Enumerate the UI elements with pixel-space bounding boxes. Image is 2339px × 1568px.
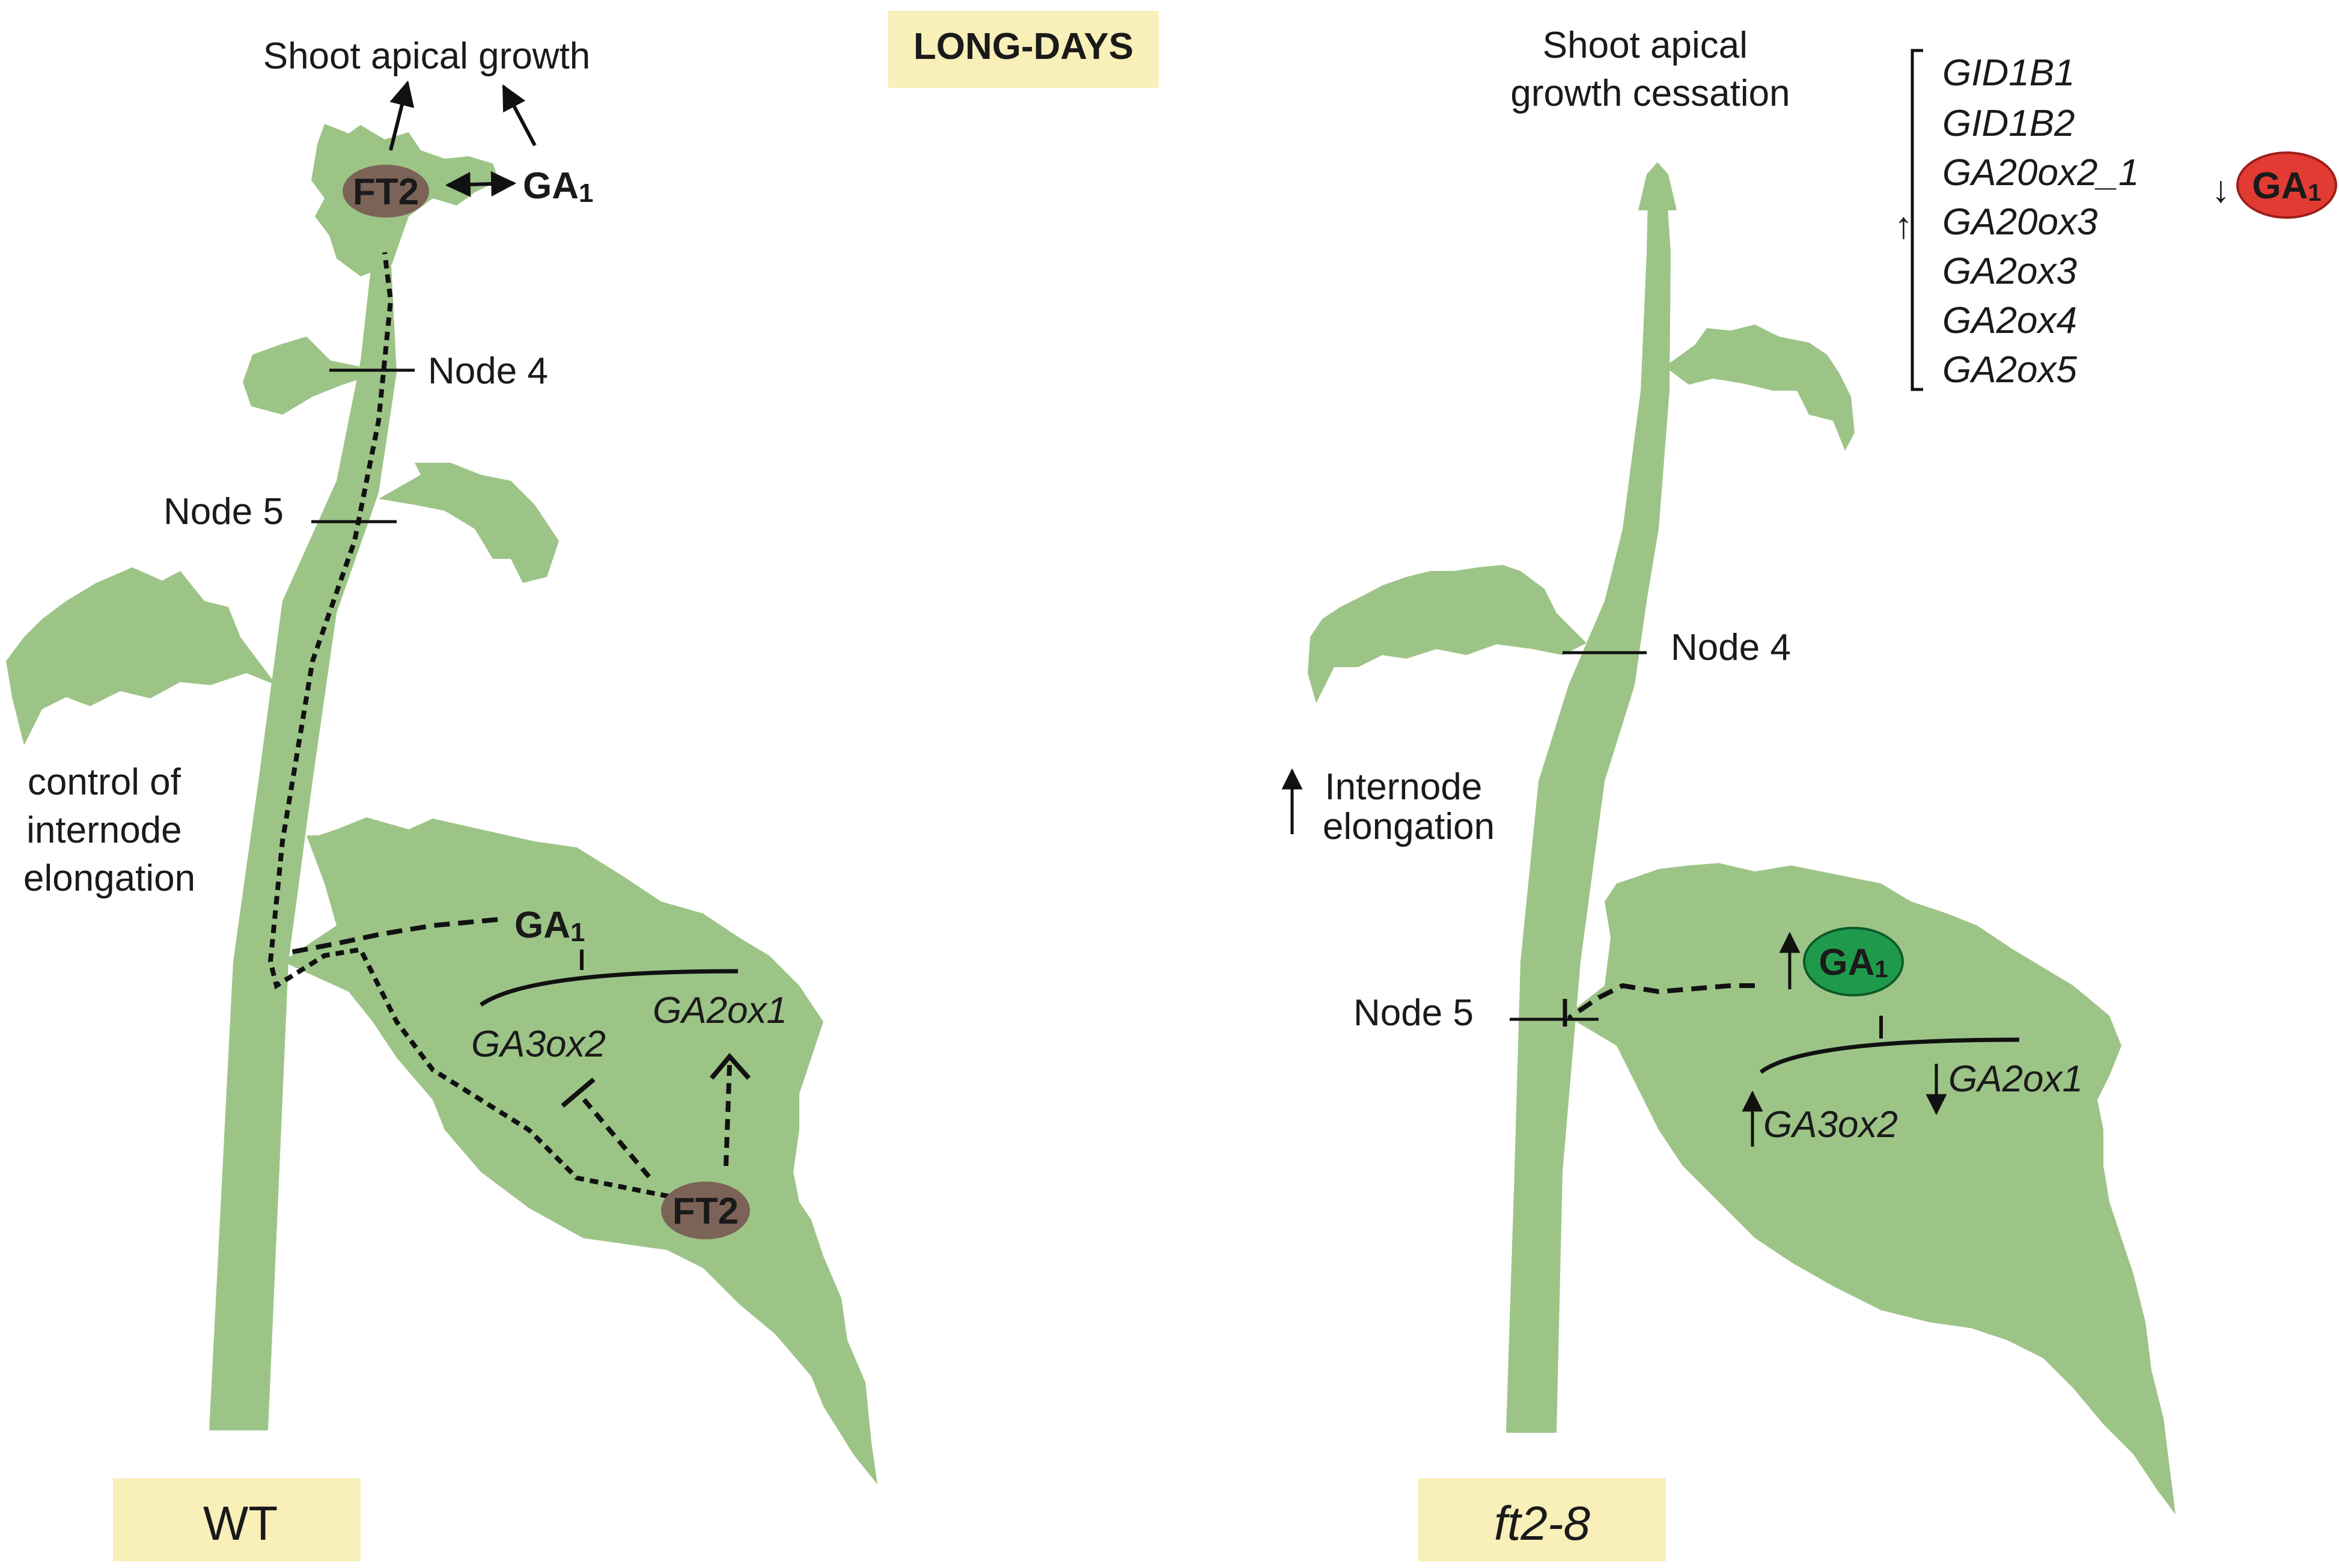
wt-genotype-label: WT [203,1496,278,1550]
condition-label: LONG-DAYS [913,26,1133,67]
mutant-genes-up-arrow: ↑ [1894,205,1913,246]
mutant-apex-title: Shoot apical growth cessation [1510,25,1790,114]
mutant-node4-label: Node 4 [1671,627,1791,668]
wt-node5-label: Node 5 [163,491,284,532]
mutant-genotype-label: ft2-8 [1494,1496,1591,1550]
wt-apex-ga1: GA1 [523,165,593,208]
mutant-left-leaf [1308,565,1587,703]
mutant-internode-text: Internode elongation [1323,766,1495,847]
wt-apex-arrow-1 [389,80,415,151]
wt-node4-leaf [243,337,385,415]
wt-node5-leaf [379,463,559,583]
mutant-apex-tip [1638,162,1677,210]
mutant-upper-leaf [1665,325,1855,451]
wt-apex-arrow-2 [502,84,537,147]
wt-gene-ga3ox2: GA3ox2 [471,1023,606,1065]
mutant-leaf-ga1-oval [1803,927,1904,996]
mutant-gene-ga3ox2: GA3ox2 [1763,1104,1898,1145]
wt-node4-label: Node 4 [428,350,548,392]
wt-leaf-ga1: GA1 [514,904,585,947]
wt-stem [209,252,397,1430]
mutant-lower-leaf [1566,863,2176,1515]
wt-control-text: control of internode elongation [23,761,195,899]
mutant-apex-ga1-label: GA1 [2252,165,2321,207]
mutant-genotype-box [1418,1478,1666,1561]
wt-apex-title: Shoot apical growth [263,35,591,77]
wt-leaf-ft2-oval [661,1182,750,1239]
mutant-node5-label: Node 5 [1353,992,1474,1034]
wt-induce-chevron [709,1052,751,1080]
condition-box [888,11,1159,88]
mutant-stem [1506,198,1671,1433]
mutant-gene-list: GID1B1 GID1B2 GA20ox2_1 GA20ox3 GA2ox3 G… [1942,52,2150,391]
mutant-gene-bracket [1911,49,1923,391]
mutant-apex-ga1-oval [2236,151,2337,219]
mutant-ga1-inhibition-bar [1759,1037,2020,1074]
wt-ft2-ga1-exchange [445,171,517,197]
wt-apex-ft2-oval [343,165,429,218]
mutant-leaf-ga1-label: GA1 [1819,942,1888,983]
wt-apex-ft2-label: FT2 [353,171,419,213]
wt-leaf-ft2-label: FT2 [672,1191,739,1232]
mutant-plant [1308,162,2176,1515]
wt-left-leaf [6,567,276,745]
wt-ft2-mobile-path [267,252,698,1204]
wt-plant [6,124,877,1484]
wt-ga1-leaf-path [288,917,498,955]
mutant-gene-ga2ox1: GA2ox1 [1948,1058,2083,1100]
wt-ga1-inhibition-bar [479,969,739,1007]
wt-lower-leaf [282,817,877,1484]
wt-genotype-box [113,1478,361,1561]
wt-gene-ga2ox1: GA2ox1 [653,990,787,1031]
mutant-ga1-down-arrow: ↓ [2212,169,2230,210]
wt-ft2-repress-ga3ox2 [576,1091,651,1179]
wt-repress-bar [561,1077,596,1108]
